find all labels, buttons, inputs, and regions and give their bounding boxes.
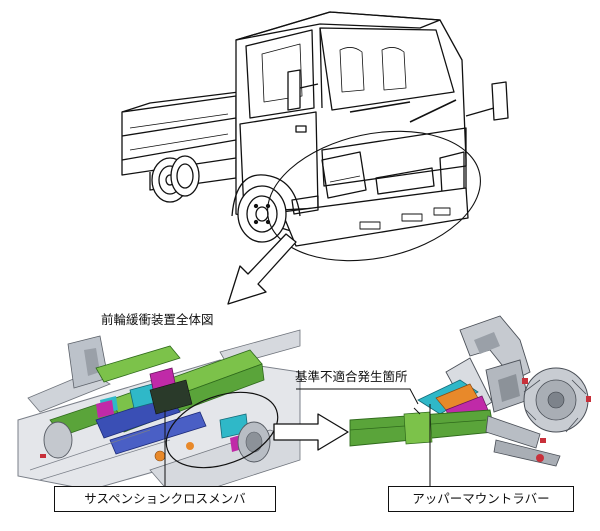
zoom-arrow-right [273, 413, 349, 451]
suspension-assembly-illustration [17, 329, 301, 501]
suspension-crossmember-label: サスペンションクロスメンバ [54, 486, 276, 512]
upper-mount-rubber-label: アッパーマウントラバー [388, 486, 574, 512]
leader-lines [164, 388, 431, 496]
truck-illustration [121, 11, 509, 262]
nonconformity-location-label: 基準不適合発生箇所 [295, 369, 408, 384]
overall-view-caption: 前輪緩衝装置全体図 [101, 312, 214, 327]
detail-illustration [349, 315, 591, 467]
zoom-arrow-down [227, 233, 297, 305]
